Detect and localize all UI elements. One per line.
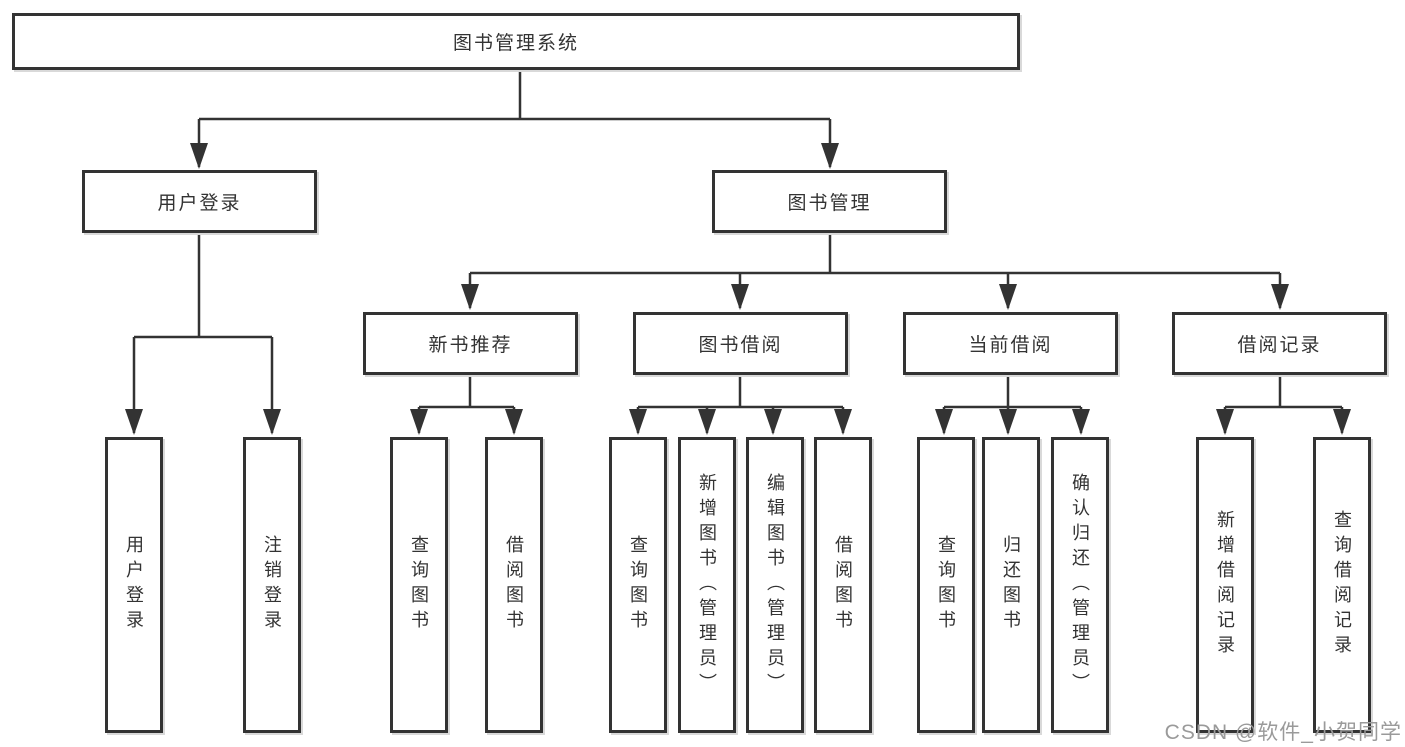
leaf-rec-borrow-books: 借阅图书	[485, 437, 543, 733]
leaf-bb-query-books-label: 查询图书	[628, 535, 648, 635]
leaf-bb-borrow-books-label: 借阅图书	[833, 535, 853, 635]
watermark: CSDN @软件_小贺同学	[1164, 721, 1402, 744]
leaf-cb-query-books-label: 查询图书	[936, 535, 956, 635]
leaf-br-query-record-label: 查询借阅记录	[1332, 510, 1352, 660]
leaf-bb-edit-books: 编辑图书（管理员）	[746, 437, 804, 733]
leaf-rec-query-books-label: 查询图书	[409, 535, 429, 635]
node-root-label: 图书管理系统	[452, 33, 579, 54]
leaf-bb-borrow-books: 借阅图书	[814, 437, 872, 733]
leaf-user-login-label: 用户登录	[124, 535, 144, 635]
node-borrow-records: 借阅记录	[1172, 312, 1387, 375]
leaf-cb-query-books: 查询图书	[917, 437, 975, 733]
connector-borrow-records-trunk	[1225, 375, 1342, 409]
node-user-login-label: 用户登录	[157, 193, 242, 214]
leaf-logout-label: 注销登录	[262, 535, 282, 635]
leaf-bb-add-books-label: 新增图书（管理员）	[697, 472, 717, 698]
node-book-borrow-label: 图书借阅	[698, 335, 783, 356]
node-book-management: 图书管理	[712, 170, 947, 233]
node-user-login: 用户登录	[82, 170, 317, 233]
leaf-br-add-record: 新增借阅记录	[1196, 437, 1254, 733]
leaf-cb-confirm-return-label: 确认归还（管理员）	[1070, 472, 1090, 698]
leaf-cb-return-books-label: 归还图书	[1001, 535, 1021, 635]
connector-user-login-trunk	[134, 233, 272, 339]
leaf-logout: 注销登录	[243, 437, 301, 733]
leaf-bb-add-books: 新增图书（管理员）	[678, 437, 736, 733]
connector-root-trunk	[199, 68, 830, 121]
connector-book-borrow-trunk	[638, 375, 843, 409]
leaf-cb-return-books: 归还图书	[982, 437, 1040, 733]
leaf-user-login: 用户登录	[105, 437, 163, 733]
leaf-bb-query-books: 查询图书	[609, 437, 667, 733]
node-new-book-recommend: 新书推荐	[363, 312, 578, 375]
node-book-management-label: 图书管理	[787, 193, 872, 214]
leaf-br-query-record: 查询借阅记录	[1313, 437, 1371, 733]
node-root: 图书管理系统	[12, 13, 1020, 70]
node-current-borrow-label: 当前借阅	[968, 335, 1053, 356]
leaf-rec-borrow-books-label: 借阅图书	[504, 535, 524, 635]
leaf-bb-edit-books-label: 编辑图书（管理员）	[765, 472, 785, 698]
leaf-cb-confirm-return: 确认归还（管理员）	[1051, 437, 1109, 733]
node-current-borrow: 当前借阅	[903, 312, 1118, 375]
connector-new-book-rec-trunk	[419, 375, 514, 409]
leaf-br-add-record-label: 新增借阅记录	[1215, 510, 1235, 660]
node-new-book-recommend-label: 新书推荐	[428, 335, 513, 356]
connector-book-mgmt-trunk	[470, 233, 1280, 275]
node-book-borrow: 图书借阅	[633, 312, 848, 375]
connector-current-borrow-trunk	[944, 375, 1081, 409]
leaf-rec-query-books: 查询图书	[390, 437, 448, 733]
node-borrow-records-label: 借阅记录	[1237, 335, 1322, 356]
